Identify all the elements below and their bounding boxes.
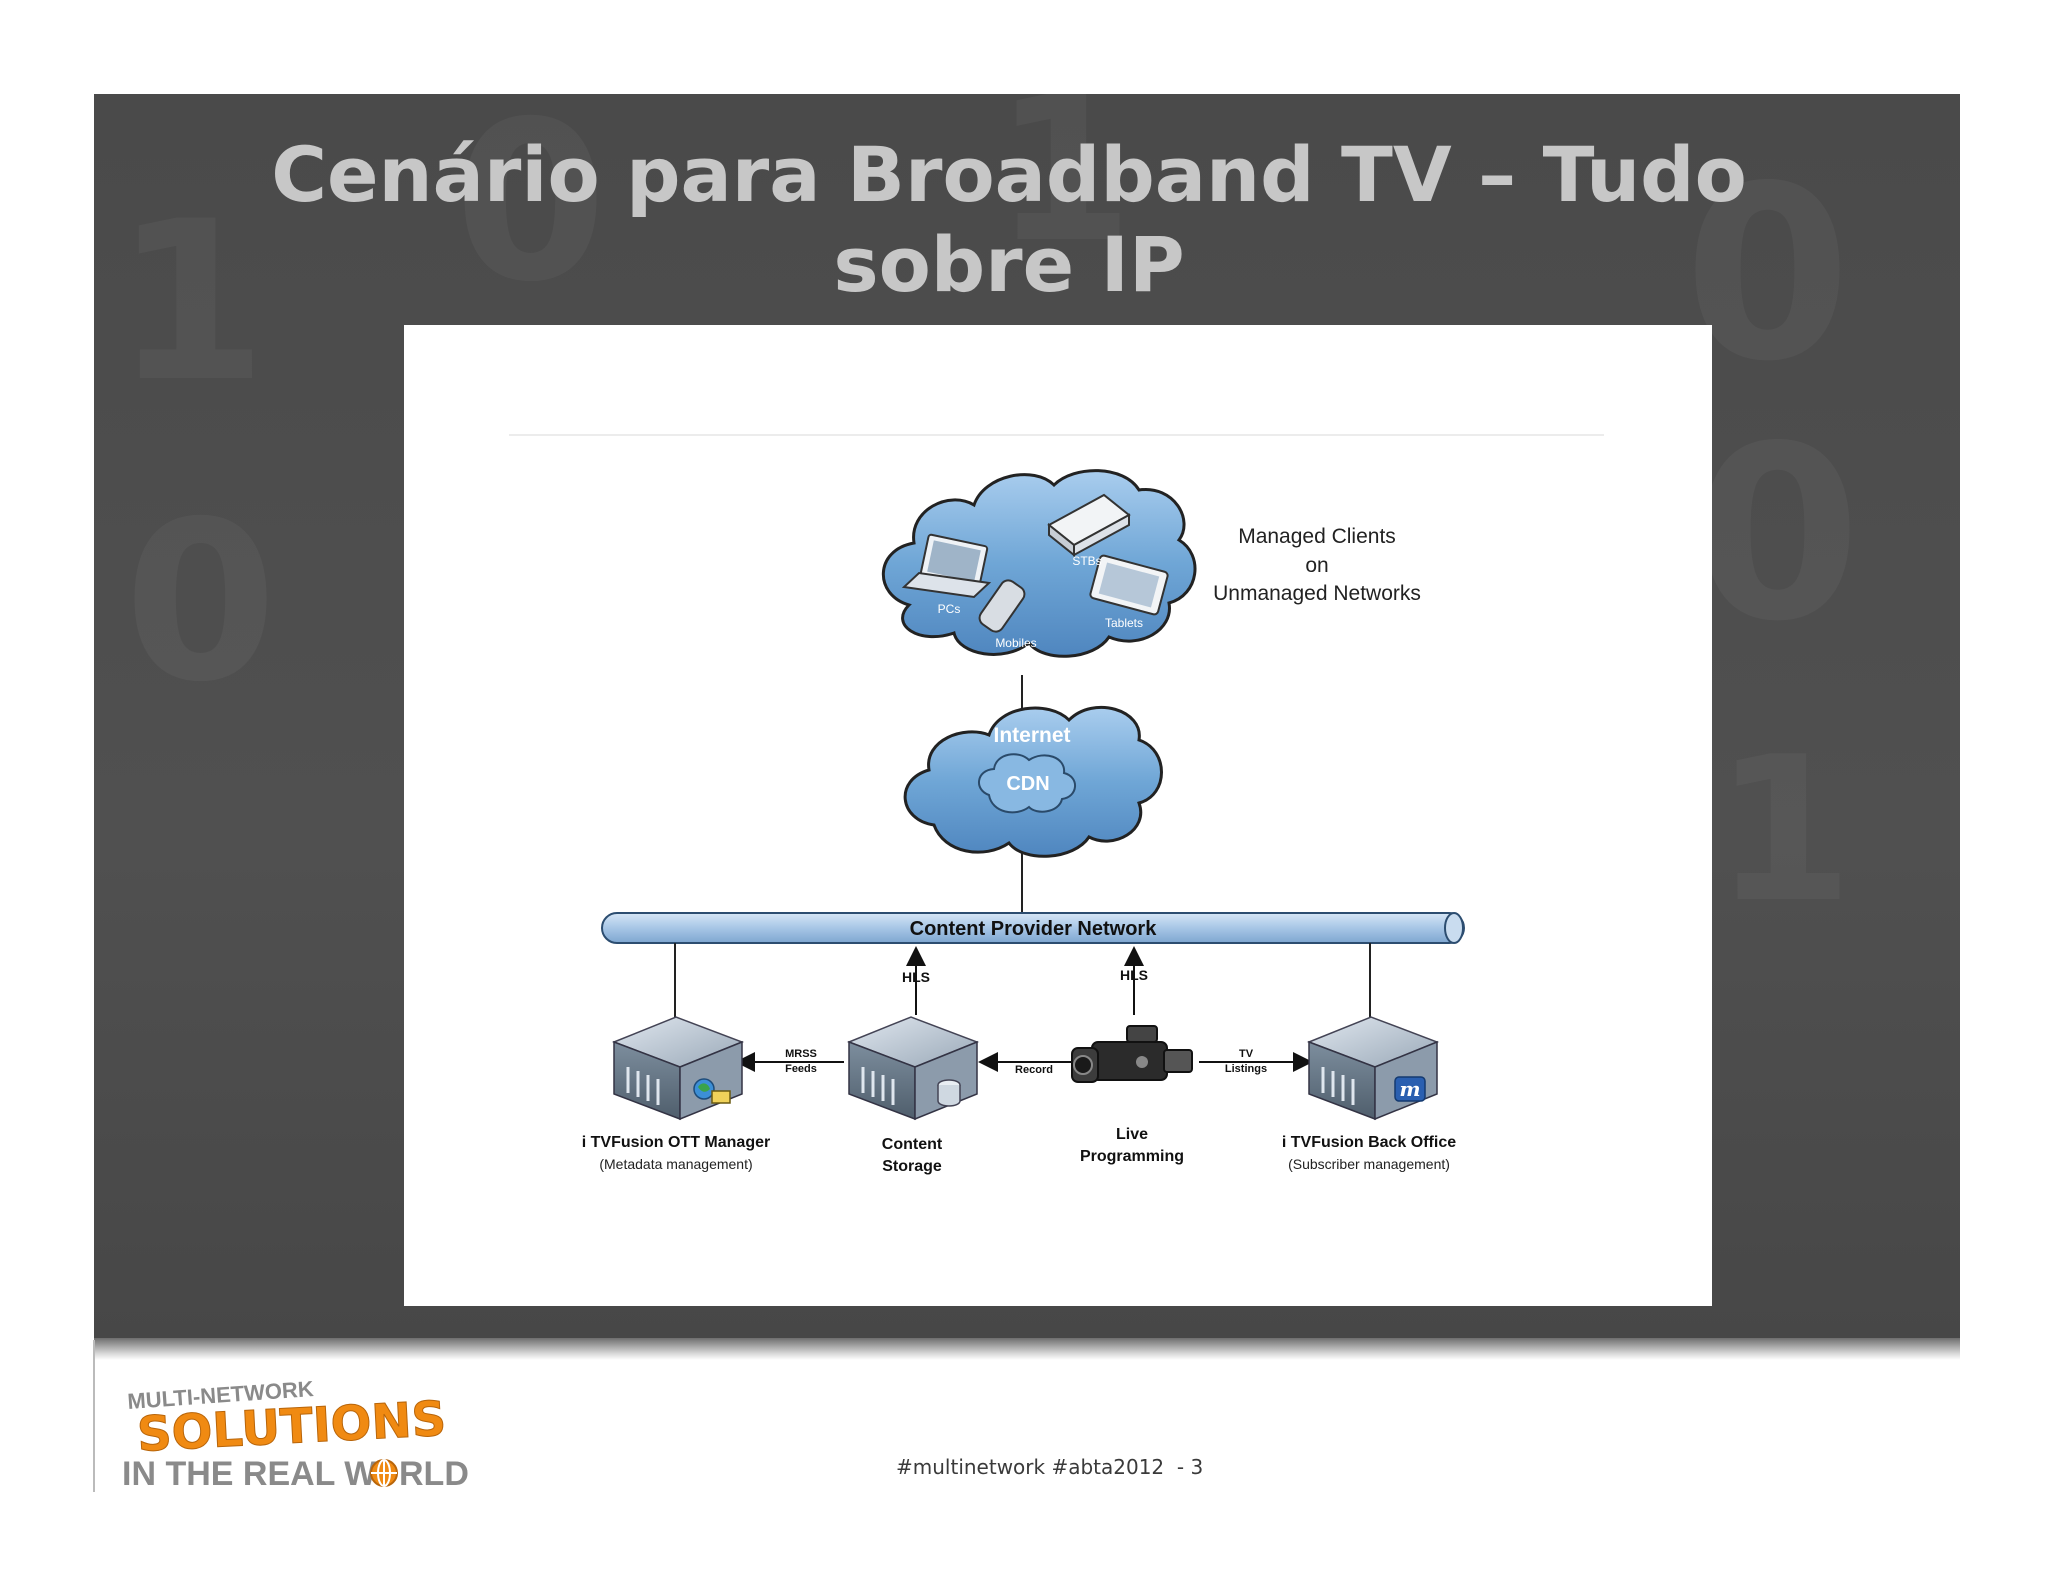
cdn-label: CDN [1006, 773, 1049, 795]
hls-right-label: HLS [1120, 967, 1148, 983]
mrss-label-2: Feeds [785, 1063, 817, 1075]
globe-icon [370, 1459, 398, 1487]
logo-line-3: IN THE REAL W [122, 1455, 377, 1493]
logo-line-3-end: RLD [399, 1455, 469, 1493]
back-office-subtitle: (Subscriber management) [1288, 1156, 1450, 1172]
background-digit-decoration: 0 [454, 94, 607, 330]
content-provider-network-bar: Content Provider Network [601, 912, 1465, 944]
content-storage-title-1: Content [882, 1136, 943, 1153]
ott-manager-title: i TVFusion OTT Manager [582, 1134, 770, 1151]
background-digit-decoration: 1 [114, 174, 267, 430]
mobile-phone-icon [978, 579, 1026, 633]
content-storage-title-2: Storage [882, 1158, 942, 1175]
caption-line-3: Unmanaged Networks [1213, 582, 1421, 605]
device-label-pcs: PCs [938, 602, 961, 616]
architecture-diagram: PCs Mobiles STBs Tablets Managed Clients… [509, 434, 1604, 1175]
live-programming-title-2: Programming [1080, 1148, 1184, 1165]
hls-left-label: HLS [902, 969, 930, 985]
mrss-label-1: MRSS [785, 1048, 817, 1060]
video-camera-icon [1071, 1025, 1193, 1083]
caption-line-2: on [1305, 554, 1328, 577]
background-digit-decoration: 1 [994, 94, 1133, 287]
device-label-stbs: STBs [1072, 554, 1101, 568]
network-bar-label: Content Provider Network [910, 918, 1158, 940]
ott-manager-subtitle: (Metadata management) [599, 1156, 752, 1172]
back-office-server-icon: m [1306, 1016, 1440, 1121]
slide-title: Cenário para Broadband TV – Tudo sobre I… [271, 130, 1747, 309]
device-label-tablets: Tablets [1105, 616, 1143, 630]
caption-line-1: Managed Clients [1238, 525, 1396, 548]
content-storage-server-icon [846, 1016, 980, 1121]
internet-label: Internet [993, 724, 1070, 747]
background-digit-decoration: 1 [1714, 714, 1853, 947]
back-office-logo-glyph: m [1399, 1077, 1420, 1101]
tablet-icon [1089, 554, 1169, 616]
set-top-box-icon [1047, 493, 1131, 558]
managed-clients-caption: Managed Clients on Unmanaged Networks [1213, 525, 1421, 605]
live-programming-title-1: Live [1116, 1126, 1148, 1143]
internet-cloud: Internet CDN [903, 705, 1163, 858]
ott-manager-server-icon [611, 1016, 745, 1121]
background-digit-decoration: 0 [124, 474, 277, 730]
back-office-title: i TVFusion Back Office [1282, 1134, 1456, 1151]
background-digit-decoration: 0 [1694, 394, 1861, 674]
device-label-mobiles: Mobiles [995, 636, 1036, 650]
slide-footer: #multinetwork #abta2012 - 3 [896, 1455, 1204, 1479]
clients-cloud: PCs Mobiles STBs Tablets [881, 469, 1197, 658]
record-label: Record [1015, 1064, 1053, 1076]
slide-bottom-shadow [94, 1338, 1960, 1360]
tv-label-2: Listings [1225, 1063, 1267, 1075]
diagram-panel: PCs Mobiles STBs Tablets Managed Clients… [404, 325, 1712, 1306]
multi-network-solutions-logo: MULTI-NETWORK SOLUTIONS IN THE REAL W RL… [122, 1376, 469, 1493]
title-container: Cenário para Broadband TV – Tudo sobre I… [94, 130, 1924, 310]
footer-divider [93, 1340, 95, 1492]
tv-label-1: TV [1239, 1048, 1254, 1060]
laptop-icon [901, 533, 992, 599]
